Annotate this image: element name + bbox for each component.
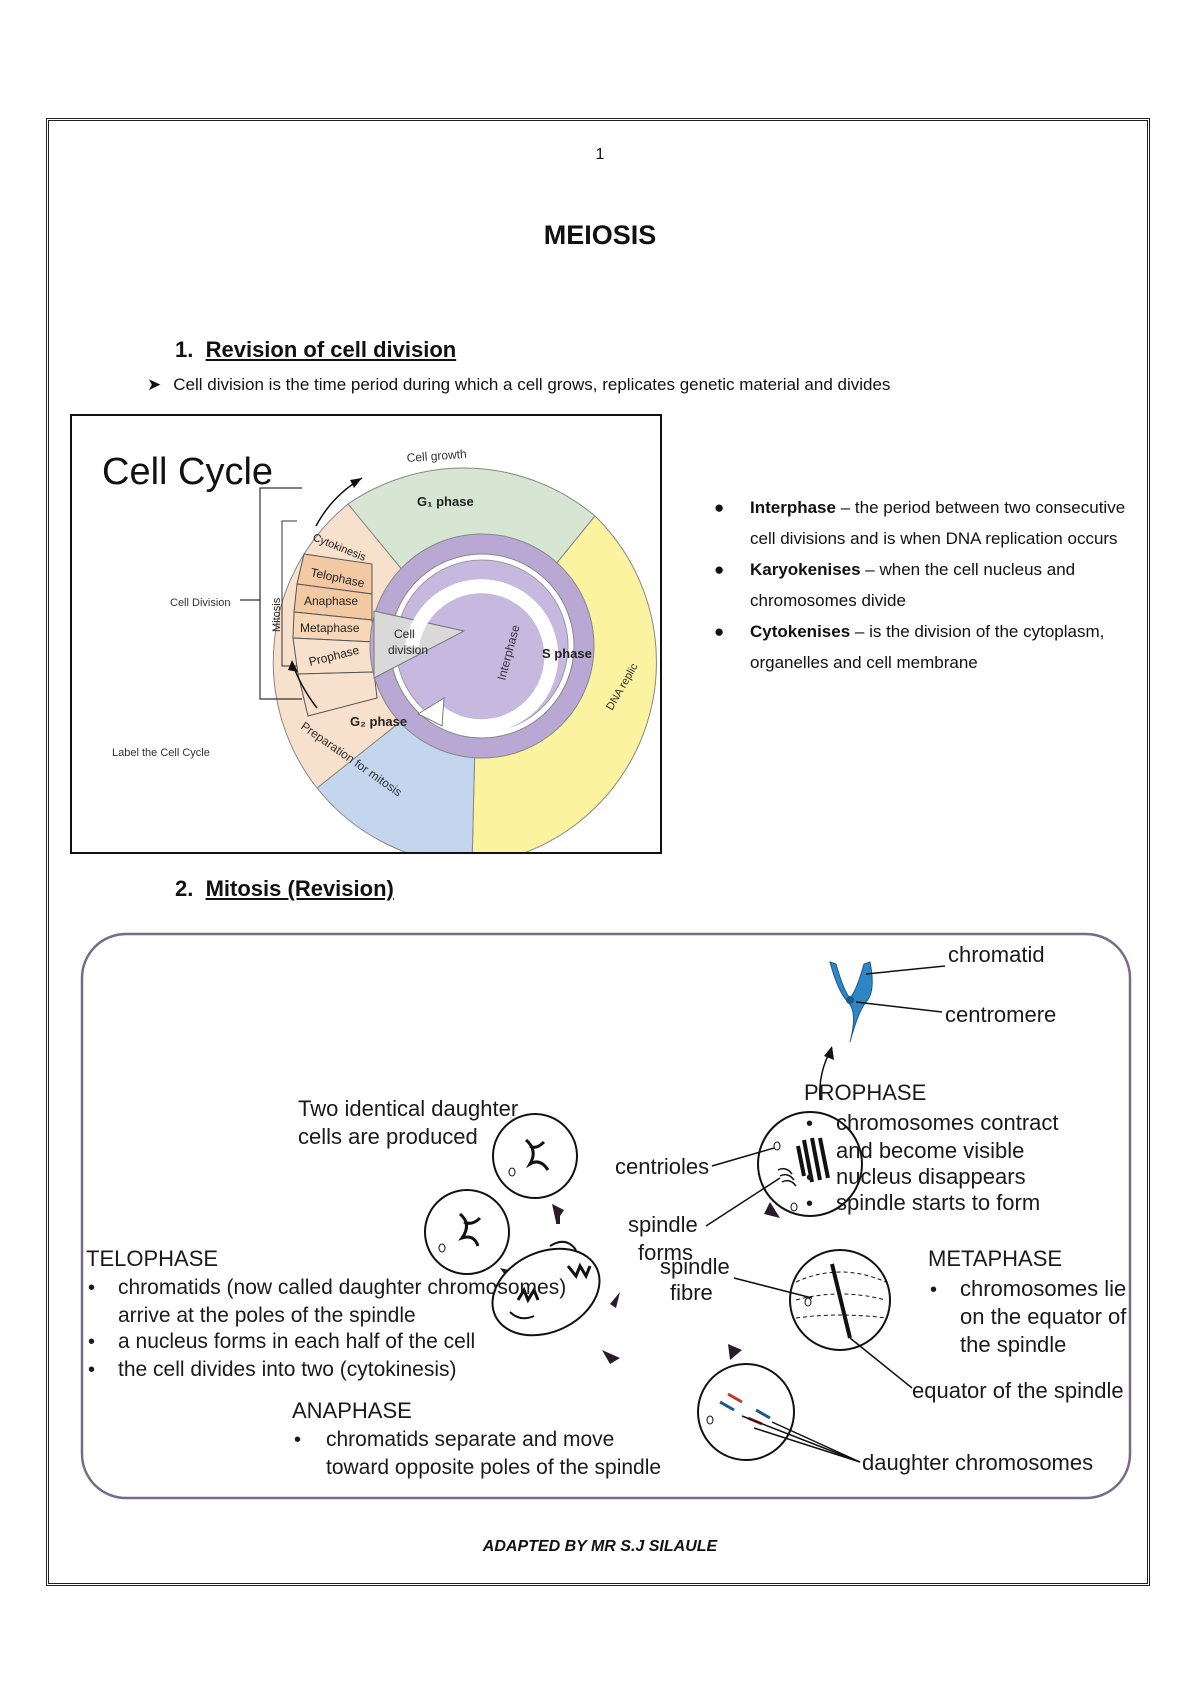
list-item: ● Karyokenises – when the cell nucleus an… xyxy=(700,554,1130,616)
prophase-b3: spindle starts to form xyxy=(836,1190,1040,1215)
anaphase-b1-l2: toward opposite poles of the spindle xyxy=(326,1456,661,1479)
daughter-cell-1 xyxy=(492,1113,578,1199)
division-label: division xyxy=(388,643,428,657)
telophase-title: TELOPHASE xyxy=(86,1246,218,1271)
telophase-b1-l1: chromatids (now called daughter chromoso… xyxy=(118,1276,566,1299)
centrioles-label: centrioles xyxy=(615,1154,709,1179)
g1-label: G₁ phase xyxy=(417,494,474,509)
section-number: 2. xyxy=(175,876,194,901)
prophase-b1-l1: chromosomes contract xyxy=(836,1110,1059,1135)
daughter-cell-2 xyxy=(424,1189,510,1275)
definition: – is the division of the cytoplasm, orga… xyxy=(750,622,1105,672)
spindle-fibre-label-1: spindle xyxy=(660,1254,730,1279)
label-instruction: Label the Cell Cycle xyxy=(112,747,210,759)
s-phase-label: S phase xyxy=(542,646,592,661)
section-label: Mitosis (Revision) xyxy=(205,876,394,901)
anaphase-b1-l1: chromatids separate and move xyxy=(326,1428,614,1451)
telophase-cell xyxy=(491,1240,601,1337)
centromere-label: centromere xyxy=(945,1002,1056,1027)
telophase-b3: the cell divides into two (cytokinesis) xyxy=(118,1358,456,1381)
cell-cycle-diagram: Cell Cycle Cell growth G₁ phase S phase … xyxy=(70,414,662,854)
mitosis-diagram: chromatid centromere centrioles spindle … xyxy=(80,932,1132,1500)
spindle-forms-label-2: forms xyxy=(638,1240,693,1265)
list-item: ● Interphase – the period between two con… xyxy=(700,492,1130,554)
anaphase-cell xyxy=(697,1363,795,1461)
chromatid-label: chromatid xyxy=(948,942,1045,967)
chromatid-icon xyxy=(829,961,873,1043)
svg-text:•: • xyxy=(806,1193,813,1215)
svg-text:•: • xyxy=(294,1429,301,1451)
intro-text: Cell division is the time period during … xyxy=(173,375,891,394)
spindle-forms-label-1: spindle xyxy=(628,1212,698,1237)
section-label: Revision of cell division xyxy=(205,337,457,362)
svg-text:•: • xyxy=(930,1279,937,1301)
metaphase-title: METAPHASE xyxy=(928,1246,1062,1271)
cell-division-label: Cell Division xyxy=(170,597,231,609)
anaphase-title: ANAPHASE xyxy=(292,1398,412,1423)
prophase-b2: nucleus disappears xyxy=(836,1164,1026,1189)
daughter-chromosomes-label: daughter chromosomes xyxy=(862,1450,1093,1475)
two-identical-label-2: cells are produced xyxy=(298,1124,478,1149)
metaphase-label: Metaphase xyxy=(300,621,360,635)
metaphase-b1-l2: on the equator of xyxy=(960,1304,1127,1329)
svg-text:•: • xyxy=(806,1167,813,1189)
page-title: MEIOSIS xyxy=(543,220,657,250)
metaphase-b1-l1: chromosomes lie xyxy=(960,1276,1126,1301)
prophase-b1-l2: and become visible xyxy=(836,1138,1024,1163)
svg-text:•: • xyxy=(806,1113,813,1135)
mitosis-label: Mitosis xyxy=(271,597,283,632)
anaphase-label: Anaphase xyxy=(304,594,358,608)
intro-line: ➤ Cell division is the time period durin… xyxy=(147,375,890,395)
term: Karyokenises xyxy=(750,560,861,579)
section-heading-2: 2. Mitosis (Revision) xyxy=(175,876,394,902)
telophase-b2: a nucleus forms in each half of the cell xyxy=(118,1330,475,1353)
bullet-icon: ● xyxy=(714,622,725,641)
term: Cytokenises xyxy=(750,622,851,641)
list-item: ● Cytokenises – is the division of the cy… xyxy=(700,616,1130,678)
svg-text:•: • xyxy=(88,1331,95,1353)
svg-text:•: • xyxy=(88,1359,95,1381)
two-identical-label-1: Two identical daughter xyxy=(298,1096,518,1121)
spindle-fibre-label-2: fibre xyxy=(670,1280,713,1305)
term: Interphase xyxy=(750,498,836,517)
page-border xyxy=(46,118,1150,1586)
page-number: 1 xyxy=(595,146,605,163)
definition: – the period between two consecutive cel… xyxy=(750,498,1126,548)
svg-text:•: • xyxy=(88,1277,95,1299)
prophase-title: PROPHASE xyxy=(804,1080,926,1105)
metaphase-b1-l3: the spindle xyxy=(960,1332,1066,1357)
equator-label: equator of the spindle xyxy=(912,1378,1124,1403)
g2-label: G₂ phase xyxy=(350,714,407,729)
arrow-bullet-icon: ➤ xyxy=(147,375,162,394)
footer-credit: ADAPTED BY MR S.J SILAULE xyxy=(482,1538,718,1555)
telophase-b1-l2: arrive at the poles of the spindle xyxy=(118,1304,416,1327)
section-number: 1. xyxy=(175,337,194,362)
definition: – when the cell nucleus and chromosomes … xyxy=(750,560,1076,610)
cell-growth-label: Cell growth xyxy=(406,447,467,465)
definition-list: ● Interphase – the period between two con… xyxy=(700,492,1130,678)
bullet-icon: ● xyxy=(714,560,725,579)
section-heading-1: 1. Revision of cell division xyxy=(175,337,456,363)
bullet-icon: ● xyxy=(714,498,725,517)
cell-cycle-title: Cell Cycle xyxy=(102,451,273,493)
cell-label: Cell xyxy=(394,627,415,641)
